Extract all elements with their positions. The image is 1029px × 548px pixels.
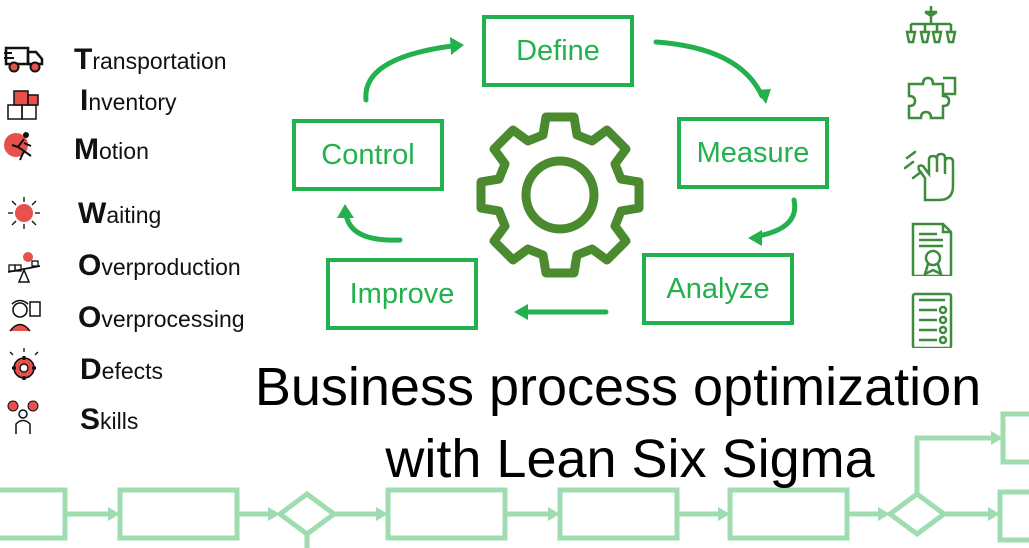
gear-icon bbox=[476, 112, 644, 278]
arrow-define-to-measure bbox=[653, 39, 765, 99]
certificate-icon bbox=[911, 222, 953, 276]
waste-overprocessing: Overprocessing bbox=[78, 303, 245, 333]
arrow-measure-to-analyze bbox=[755, 197, 798, 239]
stage-analyze: Analyze bbox=[642, 253, 794, 325]
stage-measure: Measure bbox=[677, 117, 829, 189]
arrow-improve-to-control bbox=[343, 211, 403, 243]
arrow-control-to-define bbox=[363, 43, 455, 103]
waste-overproduction: Overproduction bbox=[78, 251, 241, 281]
waste-letter: M bbox=[74, 133, 99, 166]
waste-letter: I bbox=[80, 84, 89, 117]
truck-icon bbox=[4, 46, 44, 73]
waste-text: kills bbox=[100, 408, 139, 434]
waste-defects: Defects bbox=[80, 355, 163, 385]
boxes-icon bbox=[7, 90, 39, 120]
waste-inventory: Inventory bbox=[80, 86, 177, 116]
waste-text: otion bbox=[99, 138, 149, 164]
stressed-person-icon bbox=[9, 299, 41, 332]
stage-measure-label: Measure bbox=[696, 136, 810, 169]
waste-letter: O bbox=[78, 249, 102, 282]
waste-text: verproduction bbox=[101, 254, 241, 280]
broken-gear-icon bbox=[9, 348, 39, 380]
waste-skills: Skills bbox=[80, 405, 138, 435]
stage-define-label: Define bbox=[516, 34, 600, 67]
waste-letter: T bbox=[74, 43, 93, 76]
waste-transportation: Transportation bbox=[74, 45, 227, 75]
waste-text: verprocessing bbox=[101, 306, 245, 332]
waste-letter: S bbox=[80, 403, 101, 436]
stage-analyze-label: Analyze bbox=[666, 272, 770, 305]
waste-letter: O bbox=[78, 301, 102, 334]
puzzle-icon bbox=[907, 76, 957, 120]
person-ideas-icon bbox=[7, 400, 39, 434]
running-person-icon bbox=[4, 132, 32, 161]
scale-icon bbox=[7, 252, 41, 283]
hierarchy-icon bbox=[905, 6, 957, 44]
title-line-2: with Lean Six Sigma bbox=[385, 429, 875, 489]
waste-text: efects bbox=[101, 358, 164, 384]
waste-text: aiting bbox=[106, 202, 162, 228]
hand-cleaning-icon bbox=[903, 150, 955, 202]
stage-improve-label: Improve bbox=[349, 277, 455, 310]
checklist-icon bbox=[911, 292, 953, 348]
title-line-1: Business process optimization bbox=[254, 357, 982, 417]
waste-text: ransportation bbox=[92, 48, 227, 74]
stage-improve: Improve bbox=[326, 258, 478, 330]
waste-text: nventory bbox=[88, 89, 177, 115]
stage-define: Define bbox=[482, 15, 634, 87]
waste-letter: D bbox=[80, 353, 102, 386]
clock-burst-icon bbox=[8, 197, 40, 229]
waste-motion: Motion bbox=[74, 135, 149, 165]
waste-waiting: Waiting bbox=[78, 199, 161, 229]
stage-control-label: Control bbox=[321, 138, 415, 171]
waste-letter: W bbox=[78, 197, 107, 230]
flow-box-7 bbox=[997, 489, 1029, 543]
stage-control: Control bbox=[292, 119, 444, 191]
